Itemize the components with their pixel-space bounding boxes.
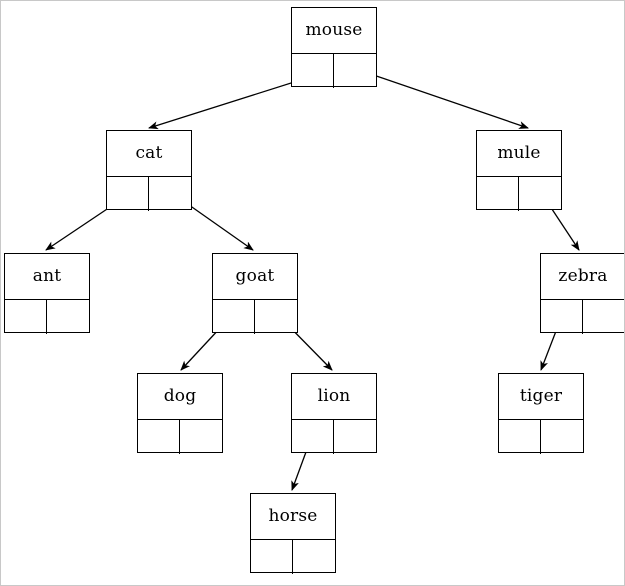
- node-left-pointer-zebra[interactable]: [541, 300, 583, 334]
- node-pointer-row-tiger: [499, 419, 583, 454]
- node-pointer-row-zebra: [541, 299, 624, 334]
- tree-node-ant[interactable]: ant: [4, 253, 90, 334]
- tree-node-mule[interactable]: mule: [476, 130, 562, 211]
- node-left-pointer-mule[interactable]: [477, 177, 519, 211]
- node-label-dog: dog: [163, 386, 197, 406]
- tree-node-lion[interactable]: lion: [291, 373, 377, 454]
- node-label-goat: goat: [235, 266, 275, 286]
- node-pointer-row-lion: [292, 419, 376, 454]
- node-label-ant: ant: [32, 266, 62, 286]
- node-left-pointer-dog[interactable]: [138, 420, 180, 454]
- tree-node-tiger[interactable]: tiger: [498, 373, 584, 454]
- node-label-mule: mule: [497, 143, 541, 163]
- node-label-tiger: tiger: [519, 386, 563, 406]
- tree-node-zebra[interactable]: zebra: [540, 253, 624, 334]
- node-right-pointer-tiger[interactable]: [541, 420, 583, 454]
- node-right-pointer-cat[interactable]: [149, 177, 191, 211]
- node-left-pointer-tiger[interactable]: [499, 420, 541, 454]
- node-pointer-row-goat: [213, 299, 297, 334]
- node-left-pointer-cat[interactable]: [107, 177, 149, 211]
- node-pointer-row-dog: [138, 419, 222, 454]
- node-pointer-row-mule: [477, 176, 561, 211]
- tree-node-cat[interactable]: cat: [106, 130, 192, 211]
- tree-node-horse[interactable]: horse: [250, 493, 336, 574]
- node-label-cat: cat: [135, 143, 163, 163]
- tree-node-dog[interactable]: dog: [137, 373, 223, 454]
- node-left-pointer-ant[interactable]: [5, 300, 47, 334]
- node-label-zebra: zebra: [558, 266, 608, 286]
- node-label-horse: horse: [268, 506, 318, 526]
- tree-edge-mouse-to-mule: [355, 68, 529, 129]
- node-left-pointer-horse[interactable]: [251, 540, 293, 574]
- node-pointer-row-cat: [107, 176, 191, 211]
- node-pointer-row-mouse: [292, 53, 376, 88]
- node-right-pointer-goat[interactable]: [255, 300, 297, 334]
- node-right-pointer-ant[interactable]: [47, 300, 89, 334]
- node-left-pointer-goat[interactable]: [213, 300, 255, 334]
- node-right-pointer-lion[interactable]: [334, 420, 376, 454]
- node-left-pointer-mouse[interactable]: [292, 54, 334, 88]
- node-label-lion: lion: [317, 386, 351, 406]
- node-right-pointer-mule[interactable]: [519, 177, 561, 211]
- node-pointer-row-ant: [5, 299, 89, 334]
- node-right-pointer-dog[interactable]: [180, 420, 222, 454]
- node-left-pointer-lion[interactable]: [292, 420, 334, 454]
- node-label-mouse: mouse: [305, 20, 363, 40]
- node-pointer-row-horse: [251, 539, 335, 574]
- node-right-pointer-zebra[interactable]: [583, 300, 624, 334]
- node-right-pointer-horse[interactable]: [293, 540, 335, 574]
- tree-node-goat[interactable]: goat: [212, 253, 298, 334]
- tree-node-mouse[interactable]: mouse: [291, 7, 377, 88]
- node-right-pointer-mouse[interactable]: [334, 54, 376, 88]
